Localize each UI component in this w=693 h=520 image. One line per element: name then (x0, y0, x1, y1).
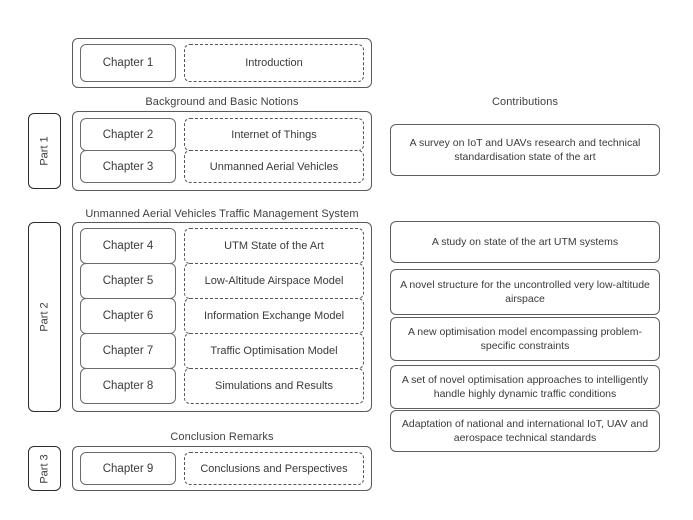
chapter-label: Chapter 5 (102, 275, 154, 287)
title-box-3[interactable]: Unmanned Aerial Vehicles (184, 150, 364, 183)
chapter-box-4[interactable]: Chapter 4 (80, 228, 176, 264)
chapter-box-8[interactable]: Chapter 8 (80, 368, 176, 404)
part-label-2: Part 2 (28, 222, 61, 412)
chapter-label: Chapter 9 (102, 462, 154, 475)
contribution-text: A survey on IoT and UAVs research and te… (409, 137, 641, 163)
section-header-conclusion: Conclusion Remarks (170, 431, 274, 443)
part-label-1: Part 1 (28, 113, 61, 189)
chapter-label: Chapter 6 (102, 310, 154, 322)
title-box-5[interactable]: Low-Altitude Airspace Model (184, 263, 364, 299)
chapter-title: Conclusions and Perspectives (200, 462, 348, 475)
contribution-text: A novel structure for the uncontrolled v… (400, 279, 650, 305)
title-box-7[interactable]: Traffic Optimisation Model (184, 333, 364, 369)
contribution-box-1[interactable]: A survey on IoT and UAVs research and te… (390, 124, 660, 176)
chapter-title: UTM State of the Art (224, 240, 324, 252)
chapter-label: Chapter 7 (102, 345, 154, 357)
chapter-box-5[interactable]: Chapter 5 (80, 263, 176, 299)
contribution-box-3[interactable]: A novel structure for the uncontrolled v… (390, 269, 660, 315)
chapter-box-3[interactable]: Chapter 3 (80, 150, 176, 183)
chapter-label: Chapter 1 (102, 57, 154, 69)
chapter-title: Simulations and Results (214, 380, 333, 392)
chapter-box-6[interactable]: Chapter 6 (80, 298, 176, 334)
contribution-text: A new optimisation model encompassing pr… (407, 326, 643, 352)
chapter-label: Chapter 8 (102, 380, 154, 392)
chapter-box-7[interactable]: Chapter 7 (80, 333, 176, 369)
contribution-box-4[interactable]: A new optimisation model encompassing pr… (390, 317, 660, 361)
title-box-9[interactable]: Conclusions and Perspectives (184, 452, 364, 485)
chapter-title: Internet of Things (231, 128, 317, 141)
title-box-2[interactable]: Internet of Things (184, 118, 364, 151)
chapter-box-2[interactable]: Chapter 2 (80, 118, 176, 151)
title-box-1[interactable]: Introduction (184, 44, 364, 82)
contribution-text: Adaptation of national and international… (401, 418, 649, 444)
part-label-3: Part 3 (28, 446, 61, 491)
contribution-text: A set of novel optimisation approaches t… (401, 374, 649, 400)
title-box-6[interactable]: Information Exchange Model (184, 298, 364, 334)
contribution-text: A study on state of the art UTM systems (431, 236, 619, 248)
chapter-box-9[interactable]: Chapter 9 (80, 452, 176, 485)
chapter-title: Introduction (245, 57, 303, 69)
section-header-utm: Unmanned Aerial Vehicles Traffic Managem… (85, 208, 359, 220)
chapter-title: Unmanned Aerial Vehicles (209, 160, 339, 173)
contribution-box-6[interactable]: Adaptation of national and international… (390, 410, 660, 452)
part-label-text: Part 2 (38, 302, 51, 332)
chapter-label: Chapter 4 (102, 240, 154, 252)
title-box-8[interactable]: Simulations and Results (184, 368, 364, 404)
chapter-title: Low-Altitude Airspace Model (204, 275, 344, 287)
chapter-title: Traffic Optimisation Model (210, 345, 338, 357)
section-header-contributions: Contributions (491, 96, 559, 108)
contribution-box-5[interactable]: A set of novel optimisation approaches t… (390, 365, 660, 409)
part-label-text: Part 1 (38, 136, 51, 166)
chapter-title: Information Exchange Model (203, 310, 345, 322)
chapter-label: Chapter 2 (102, 128, 154, 141)
contribution-box-2[interactable]: A study on state of the art UTM systems (390, 221, 660, 263)
part-label-text: Part 3 (38, 453, 51, 484)
chapter-label: Chapter 3 (102, 160, 154, 173)
section-header-background: Background and Basic Notions (145, 96, 299, 108)
chapter-box-1[interactable]: Chapter 1 (80, 44, 176, 82)
title-box-4[interactable]: UTM State of the Art (184, 228, 364, 264)
